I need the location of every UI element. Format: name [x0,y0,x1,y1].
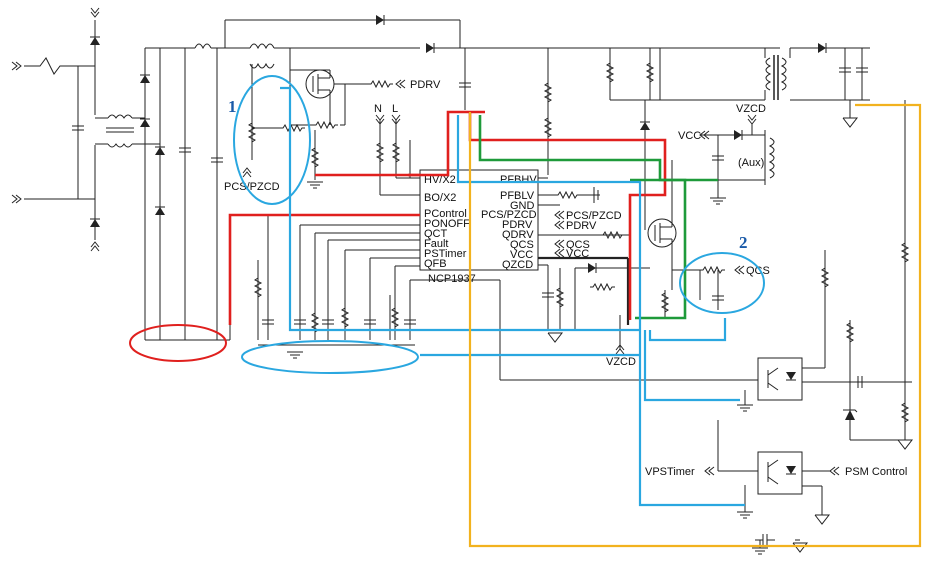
qcs-conn-label: QCS [566,239,590,251]
aux-winding-icon [768,137,775,179]
pfc-mosfet-icon [305,69,335,100]
pin-pcontrol: PControl [424,208,467,220]
ac-input-top-connector-icon [11,61,22,71]
ac-input-bottom-connector-icon [11,194,22,204]
pin-pstimer: PSTimer [424,248,467,260]
optocoupler-bottom-icon [757,451,803,495]
pcs-pzcd-ic-connector-icon [554,210,565,220]
n-diode-icon [89,218,101,228]
pdrv-connector-icon [395,79,406,89]
main-transformer-icon [765,55,787,100]
pin-pdrv: PDRV [502,219,533,231]
pin-pfbhv: PFBHV [500,174,537,186]
qcs-resonant-connector-icon [734,265,745,275]
pdrv-net-label: PDRV [410,79,441,91]
pin-pfblv: PFBLV [500,190,535,202]
input-filter [11,7,461,340]
pin-qct: QCT [424,228,448,240]
pin-pcs-pzcd: PCS/PZCD [481,209,537,221]
pin-hv-x2: HV/X2 [424,174,456,186]
callout-2: 2 [739,233,748,252]
ic-part-number: NCP1937 [428,273,476,285]
pcs-pzcd-conn-label: PCS/PZCD [566,210,622,222]
vzcd-bottom-label: VZCD [606,356,636,368]
vpstimer-connector-icon [704,466,715,476]
vpstimer-label: VPSTimer [645,466,695,478]
n-connector-icon [90,241,100,252]
vcc-aux-label: VCC [678,130,701,142]
main-mosfet-icon [647,218,677,248]
vzcd-top-connector-icon [747,114,757,125]
pin-ponoff: PONOFF [424,218,470,230]
vzcd-top-label: VZCD [736,103,766,115]
pin-qdrv: QDRV [502,229,534,241]
pfc-stage: PDRV PCS/PZCD [224,42,548,193]
vcc-ic-connector-icon [554,248,565,258]
l-diode-icon [89,36,101,46]
pdrv-ic-connector-icon [554,220,565,230]
aux-label: (Aux) [738,157,764,169]
pin-fault: Fault [424,238,448,250]
zener-icon [843,409,858,420]
ncp1937-ic: HV/X2 BO/X2 PControl PONOFF QCT Fault PS… [419,169,539,285]
psm-control-label: PSM Control [845,466,907,478]
pcs-pzcd-connector-icon [242,167,252,178]
pin-qfb: QFB [424,258,447,270]
pin-bo-x2: BO/X2 [424,192,456,204]
l-connector-icon [90,7,100,18]
y-capacitor-icon [754,533,776,547]
red-path [129,110,667,362]
qcs-ic-connector-icon [554,239,565,249]
yellow-path [468,103,922,548]
pin-qzcd: QZCD [502,259,533,271]
pfc-boost-inductor-icon [249,43,275,50]
pcs-pzcd-label: PCS/PZCD [224,181,280,193]
qcs-resonant-label: QCS [746,265,770,277]
pin-vcc: VCC [510,249,533,261]
bridge-rectifier [132,48,192,340]
green-path [478,115,718,320]
common-mode-choke-icon [95,114,134,148]
blue-path [233,75,765,507]
optocoupler-top-icon [757,357,803,401]
callout-1: 1 [228,97,237,116]
pfc-inductor-icon [194,43,212,50]
pdrv-conn-label: PDRV [566,220,597,232]
n-ic-label: N [374,103,382,115]
pin-gnd: GND [510,200,535,212]
pin-qcs: QCS [510,239,534,251]
l-ic-label: L [392,103,398,115]
psm-control-connector-icon [829,466,840,476]
